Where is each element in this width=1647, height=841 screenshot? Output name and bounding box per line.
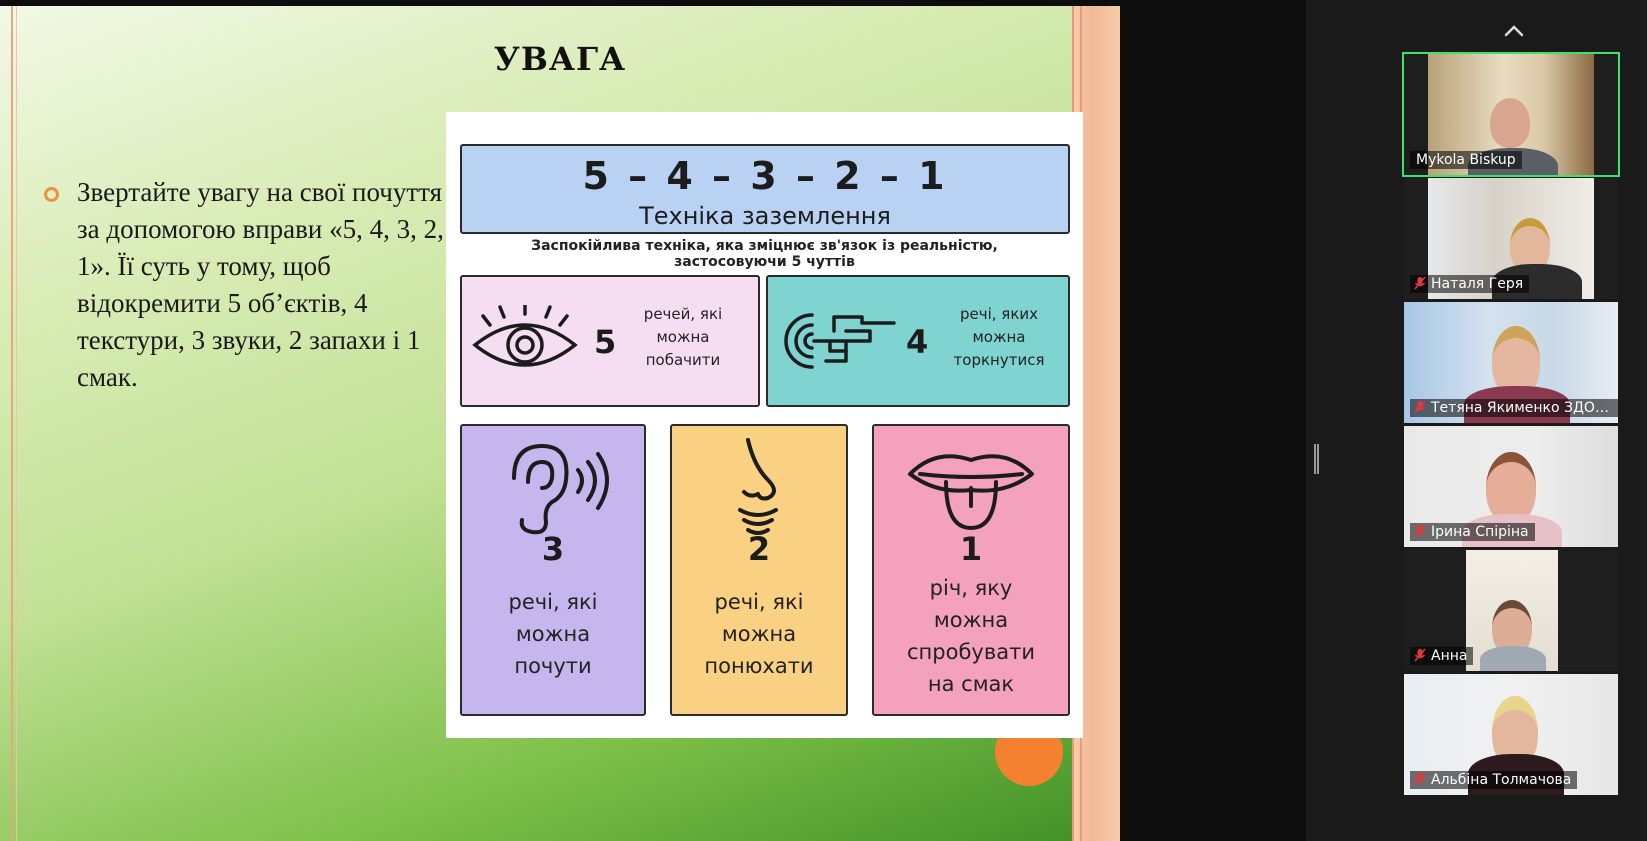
nose-icon [738,438,778,535]
card-see: 5 речей, які можна побачити [460,275,760,407]
participant-tile[interactable]: Mykola Biskup [1402,52,1620,177]
muted-mic-icon [1414,772,1426,786]
participant-tile[interactable]: Наталя Геря [1404,178,1618,299]
touch-hand-icon [784,313,896,369]
card-number: 3 [541,530,565,568]
participant-name: Mykola Biskup [1410,151,1522,169]
card-number: 1 [959,530,983,568]
participant-name: Анна [1410,647,1474,665]
muted-mic-icon [1414,276,1426,290]
participant-tile[interactable]: Тетяна Якименко ЗДО ... [1404,302,1618,423]
infographic-numbers: 5 – 4 – 3 – 2 – 1 [582,154,948,198]
eye-icon [472,305,578,367]
participant-name: Тетяна Якименко ЗДО ... [1410,399,1618,417]
slide-left-rule [11,6,13,841]
slide-bullet: Звертайте увагу на свої почуття за допом… [44,174,444,396]
card-number: 4 [906,323,929,361]
muted-mic-icon [1414,648,1426,662]
description-line: застосовуючи 5 чуттів [674,254,855,270]
card-caption: річ, яку можна спробувати на смак [907,576,1035,696]
participant-name: Наталя Геря [1410,275,1530,293]
card-caption: речі, які можна понюхати [704,590,814,678]
infographic-description: Заспокійлива техніка, яка зміцнює зв'язо… [446,238,1083,270]
mouth-icon [908,454,1034,530]
grounding-infographic: 5 – 4 – 3 – 2 – 1 Техніка заземлення Зас… [446,112,1083,738]
slide-title: УВАГА [493,40,627,78]
infographic-header: 5 – 4 – 3 – 2 – 1 Техніка заземлення [460,144,1070,234]
participant-name: Ірина Спіріна [1410,523,1535,541]
slide-bullet-text: Звертайте увагу на свої почуття за допом… [77,177,444,392]
card-taste: 1 річ, яку можна спробувати на смак [872,424,1070,716]
card-number: 5 [594,323,617,361]
participant-tile[interactable]: Ірина Спіріна [1404,426,1618,547]
card-smell: 2 речі, які можна понюхати [670,424,848,716]
card-caption: речей, які можна побачити [643,305,723,369]
slide-left-rule-thin [16,6,17,841]
muted-mic-icon [1414,400,1426,414]
muted-mic-icon [1414,524,1426,538]
bullet-circle-icon [44,187,59,202]
participant-tile[interactable]: Анна [1404,550,1618,671]
panel-resize-handle[interactable] [1314,444,1319,474]
participant-tile[interactable]: Альбіна Толмачова [1404,674,1618,795]
ear-icon [512,443,609,535]
chevron-up-icon[interactable] [1502,22,1526,40]
infographic-subtitle: Техніка заземлення [639,202,891,230]
description-line: Заспокійлива техніка, яка зміцнює зв'язо… [531,238,998,254]
participant-name: Альбіна Толмачова [1410,771,1578,789]
card-caption: речі, яких можна торкнутися [953,305,1045,369]
card-number: 2 [747,530,771,568]
card-caption: речі, які можна почути [508,590,598,678]
card-touch: 4 речі, яких можна торкнутися [766,275,1070,407]
participant-video [1466,550,1558,671]
card-hear: 3 речі, які можна почути [460,424,646,716]
